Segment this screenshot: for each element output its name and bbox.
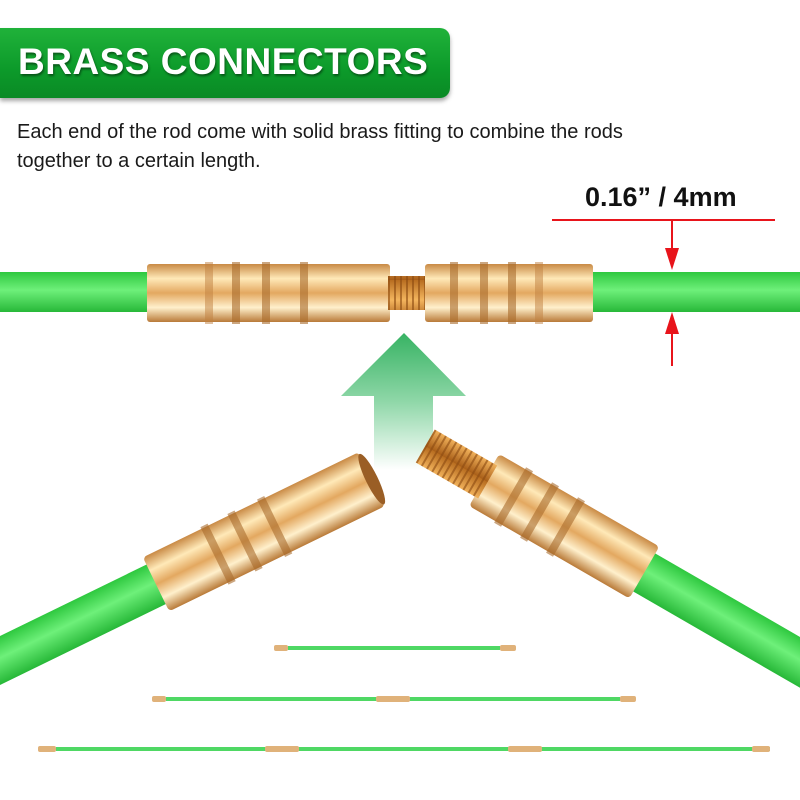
description: Each end of the rod come with solid bras… (17, 118, 797, 176)
assembly-row-1 (274, 645, 516, 651)
female-fitting-separated (0, 453, 386, 714)
title-banner: BRASS CONNECTORS (0, 28, 450, 98)
assembly-row-3 (38, 746, 770, 752)
connected-rod-assembly (0, 262, 800, 324)
description-line-2: together to a certain length. (17, 150, 261, 172)
description-line-1: Each end of the rod come with solid bras… (17, 121, 623, 143)
assembly-row-2 (152, 696, 636, 702)
diameter-label: 0.16” / 4mm (585, 182, 737, 212)
dimension-marker (552, 219, 775, 366)
title-text: BRASS CONNECTORS (18, 41, 429, 82)
join-arrow-icon (341, 333, 466, 470)
male-fitting-separated (415, 429, 800, 720)
